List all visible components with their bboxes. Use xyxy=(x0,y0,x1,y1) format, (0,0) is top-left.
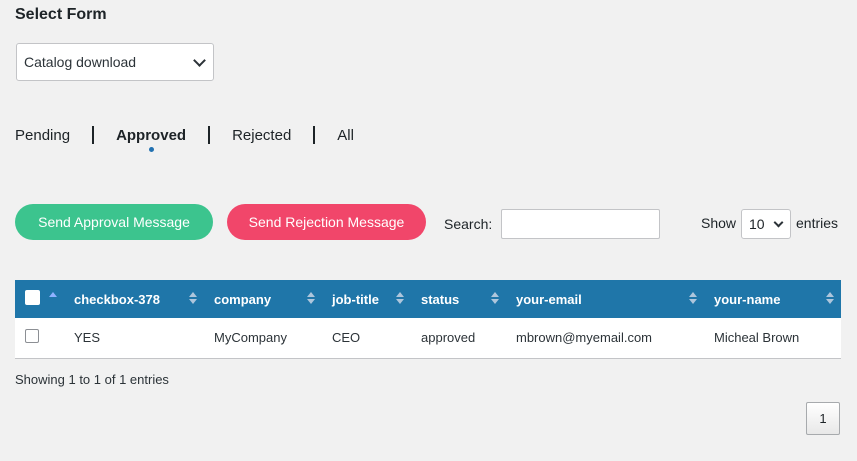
select-all-checkbox[interactable] xyxy=(25,290,40,305)
column-header[interactable]: your-email xyxy=(506,280,704,318)
chevron-down-icon xyxy=(193,53,206,67)
table-cell: approved xyxy=(421,330,476,346)
table-row: YES MyCompany CEO approved mbrown@myemai… xyxy=(15,318,841,358)
sort-icon xyxy=(396,292,404,304)
table-cell: YES xyxy=(74,330,101,346)
search-label: Search: xyxy=(444,216,493,232)
tab-divider xyxy=(92,126,95,144)
sort-icon xyxy=(689,292,697,304)
form-select-value: Catalog download xyxy=(24,54,137,70)
row-checkbox[interactable] xyxy=(25,329,39,344)
column-header[interactable]: status xyxy=(411,280,506,318)
column-header[interactable]: job-title xyxy=(322,280,411,318)
table-cell: CEO xyxy=(332,330,361,346)
tab-divider xyxy=(208,126,211,144)
sort-icon xyxy=(307,292,315,304)
form-select[interactable]: Catalog download xyxy=(16,43,214,81)
send-rejection-button[interactable]: Send Rejection Message xyxy=(227,204,426,240)
column-header[interactable]: company xyxy=(204,280,322,318)
entries-per-page-select[interactable]: 10 xyxy=(741,209,791,239)
sort-icon xyxy=(189,292,197,304)
sort-icon xyxy=(491,292,499,304)
page-button-1[interactable]: 1 xyxy=(806,402,840,435)
table-info: Showing 1 to 1 of 1 entries xyxy=(15,372,169,387)
search-input[interactable] xyxy=(501,209,660,239)
entries-table: checkbox-378 company job-title status yo… xyxy=(15,280,841,359)
column-header[interactable]: checkbox-378 xyxy=(64,280,204,318)
entries-per-page-value: 10 xyxy=(749,216,765,232)
sort-icon[interactable] xyxy=(49,292,57,299)
table-cell: Micheal Brown xyxy=(714,330,800,346)
tab-rejected[interactable]: Rejected xyxy=(232,126,292,144)
send-approval-button[interactable]: Send Approval Message xyxy=(15,204,213,240)
show-label: Show xyxy=(701,215,737,231)
tab-pending[interactable]: Pending xyxy=(15,126,71,144)
tab-approved[interactable]: Approved xyxy=(116,126,187,152)
chevron-down-icon xyxy=(773,217,784,227)
page-title: Select Form xyxy=(15,6,107,23)
table-header-row: checkbox-378 company job-title status yo… xyxy=(15,280,841,318)
select-all-header xyxy=(15,280,64,318)
tab-all[interactable]: All xyxy=(337,126,354,144)
entries-label: entries xyxy=(796,215,839,231)
status-tabs: Pending Approved Rejected All xyxy=(15,124,354,152)
tab-divider xyxy=(313,126,316,144)
sort-icon xyxy=(826,292,834,304)
column-header[interactable]: your-name xyxy=(704,280,841,318)
table-cell: mbrown@myemail.com xyxy=(516,330,652,346)
table-cell: MyCompany xyxy=(214,330,287,346)
row-select-cell xyxy=(15,318,64,358)
